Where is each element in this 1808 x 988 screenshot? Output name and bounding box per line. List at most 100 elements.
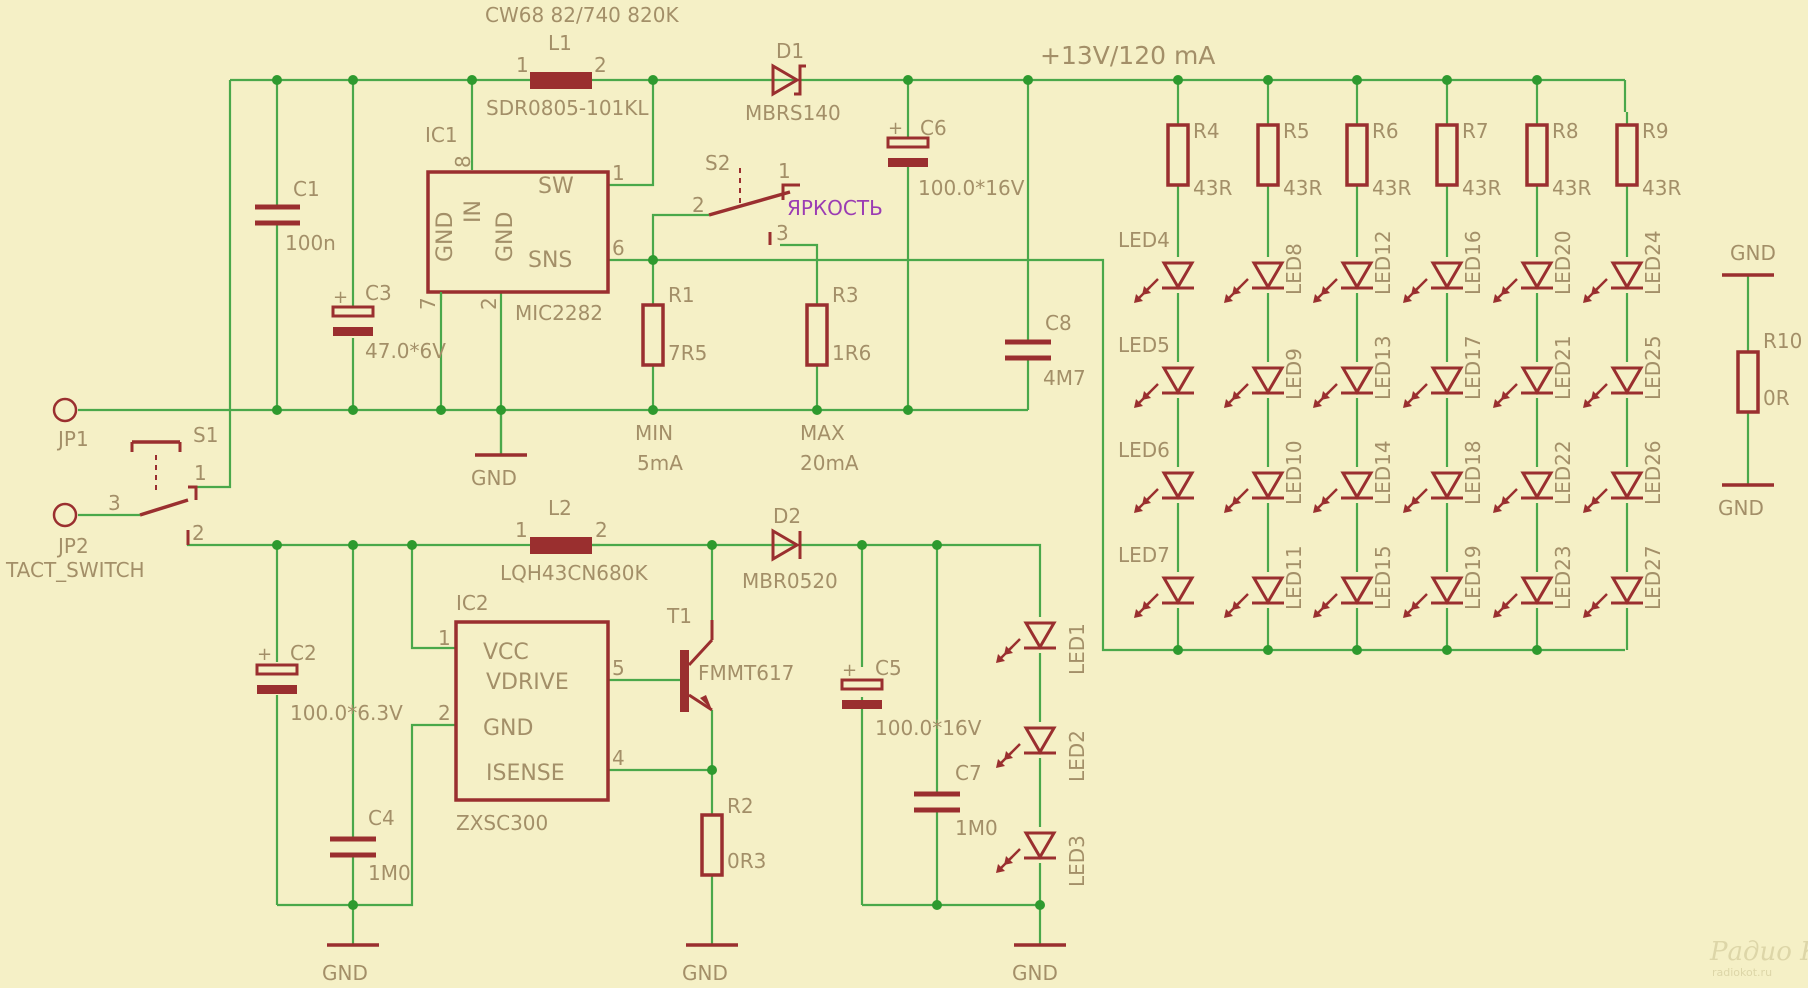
d2-value: MBR0520 [742, 569, 838, 593]
led: LED10 [1224, 440, 1306, 513]
l2-value: LQH43CN680K [500, 561, 648, 585]
s1-n1: 1 [194, 461, 207, 485]
c1-value: 100n [285, 231, 336, 255]
inductor-l2: L2 1 2 LQH43CN680K [500, 496, 648, 585]
led-label: LED11 [1282, 545, 1306, 610]
capacitor-c2: + C2 100.0*6.3V [255, 641, 403, 725]
t1-value: FMMT617 [698, 661, 794, 685]
s2-n1: 1 [778, 159, 791, 183]
led: LED13 [1313, 335, 1395, 408]
led-label: LED10 [1282, 440, 1306, 505]
l2-pin2: 2 [595, 518, 608, 542]
c3-ref: C3 [365, 281, 392, 305]
s2-n2: 2 [692, 193, 705, 217]
l1-pin2: 2 [594, 53, 607, 77]
inductor-part-top: CW68 82/740 820K [485, 3, 679, 27]
led: LED24 [1583, 230, 1665, 303]
led-label: LED14 [1371, 440, 1395, 505]
led: LED4 [1118, 228, 1195, 303]
connector-jp2[interactable]: JP2 TACT_SWITCH [5, 502, 145, 582]
led-label: LED21 [1551, 335, 1575, 400]
s1-ref: S1 [193, 423, 218, 447]
supply-label: +13V/120 mA [1040, 41, 1215, 70]
led: LED5 [1118, 333, 1195, 408]
ic1-n2: 2 [477, 297, 501, 310]
led-label: LED8 [1282, 243, 1306, 295]
resistor-value: 43R [1372, 176, 1411, 200]
r3-note-current: 20mA [800, 451, 859, 475]
c1-ref: C1 [293, 177, 320, 201]
c3-plus: + [333, 287, 348, 308]
led-label: LED18 [1461, 440, 1485, 505]
l1-pin1: 1 [516, 53, 529, 77]
ic1-mic2282: IC1 SW SNS GND IN GND 8 1 6 7 2 MIC2282 [416, 123, 625, 325]
s2-ref: S2 [705, 151, 730, 175]
ic1-ref: IC1 [425, 123, 458, 147]
resistor-r1: R1 7R5 MIN 5mA [635, 283, 707, 475]
led-label: LED13 [1371, 335, 1395, 400]
resistor-value: 43R [1552, 176, 1591, 200]
led-label: LED4 [1118, 228, 1170, 252]
gnd-symbol-c4: GND [322, 943, 379, 985]
diode-d2: D2 MBR0520 [742, 504, 838, 593]
c5-ref: C5 [875, 656, 902, 680]
c6-plus: + [888, 118, 903, 139]
led: LED14 [1313, 440, 1395, 513]
led: LED9 [1224, 348, 1306, 408]
gnd-symbol-leds: GND [1012, 943, 1066, 985]
r2-ref: R2 [727, 794, 754, 818]
led: LED16 [1403, 230, 1485, 303]
l2-ref: L2 [548, 496, 572, 520]
ic2-n5: 5 [612, 656, 625, 680]
led: LED12 [1313, 230, 1395, 303]
c6-ref: C6 [920, 116, 947, 140]
capacitor-c1: C1 100n [255, 177, 336, 255]
ic2-pin-vdrive: VDRIVE [486, 670, 569, 695]
ic1-pin-in: IN [461, 200, 486, 223]
led-label: LED15 [1371, 545, 1395, 610]
c6-value: 100.0*16V [918, 176, 1025, 200]
led: LED8 [1224, 243, 1306, 303]
led: LED18 [1403, 440, 1485, 513]
capacitor-c7: C7 1M0 [914, 761, 998, 840]
gnd-label-r2: GND [682, 961, 728, 985]
led-label: LED19 [1461, 545, 1485, 610]
led: LED15 [1313, 545, 1395, 618]
r3-note-max: MAX [800, 421, 845, 445]
led: LED25 [1583, 335, 1665, 408]
ic2-pin-gnd: GND [483, 716, 533, 741]
led-label: LED25 [1641, 335, 1665, 400]
resistor-r10: GND GND R10 0R [1718, 241, 1802, 520]
ic1-n1: 1 [612, 161, 625, 185]
r10-value: 0R [1763, 386, 1790, 410]
ic2-value: ZXSC300 [456, 811, 548, 835]
resistor-ref: R7 [1462, 119, 1489, 143]
ic1-pin-sw: SW [538, 174, 574, 199]
s2-value: ЯРКОСТЬ [787, 196, 883, 220]
led-label: LED1 [1065, 623, 1089, 675]
resistor-ref: R4 [1193, 119, 1220, 143]
ic2-n4: 4 [612, 746, 625, 770]
resistor-r2: R2 0R3 [700, 794, 766, 877]
led: LED11 [1224, 545, 1306, 618]
gnd-symbol-r2: GND [682, 943, 738, 985]
led-label: LED27 [1641, 545, 1665, 610]
led: LED7 [1118, 543, 1195, 618]
l2-pin1: 1 [515, 518, 528, 542]
resistor-ref: R6 [1372, 119, 1399, 143]
switch-s1[interactable]: S1 1 2 3 [108, 423, 218, 545]
gnd-label-c4: GND [322, 961, 368, 985]
ic1-n8: 8 [451, 155, 475, 168]
led-label: LED20 [1551, 230, 1575, 295]
led: LED27 [1583, 545, 1665, 618]
wires [78, 78, 1750, 945]
ic1-pin-sns: SNS [528, 248, 572, 273]
led: LED17 [1403, 335, 1485, 408]
connector-jp1[interactable]: JP1 [52, 397, 89, 451]
c4-ref: C4 [368, 806, 395, 830]
ic2-pin-vcc: VCC [483, 640, 529, 665]
